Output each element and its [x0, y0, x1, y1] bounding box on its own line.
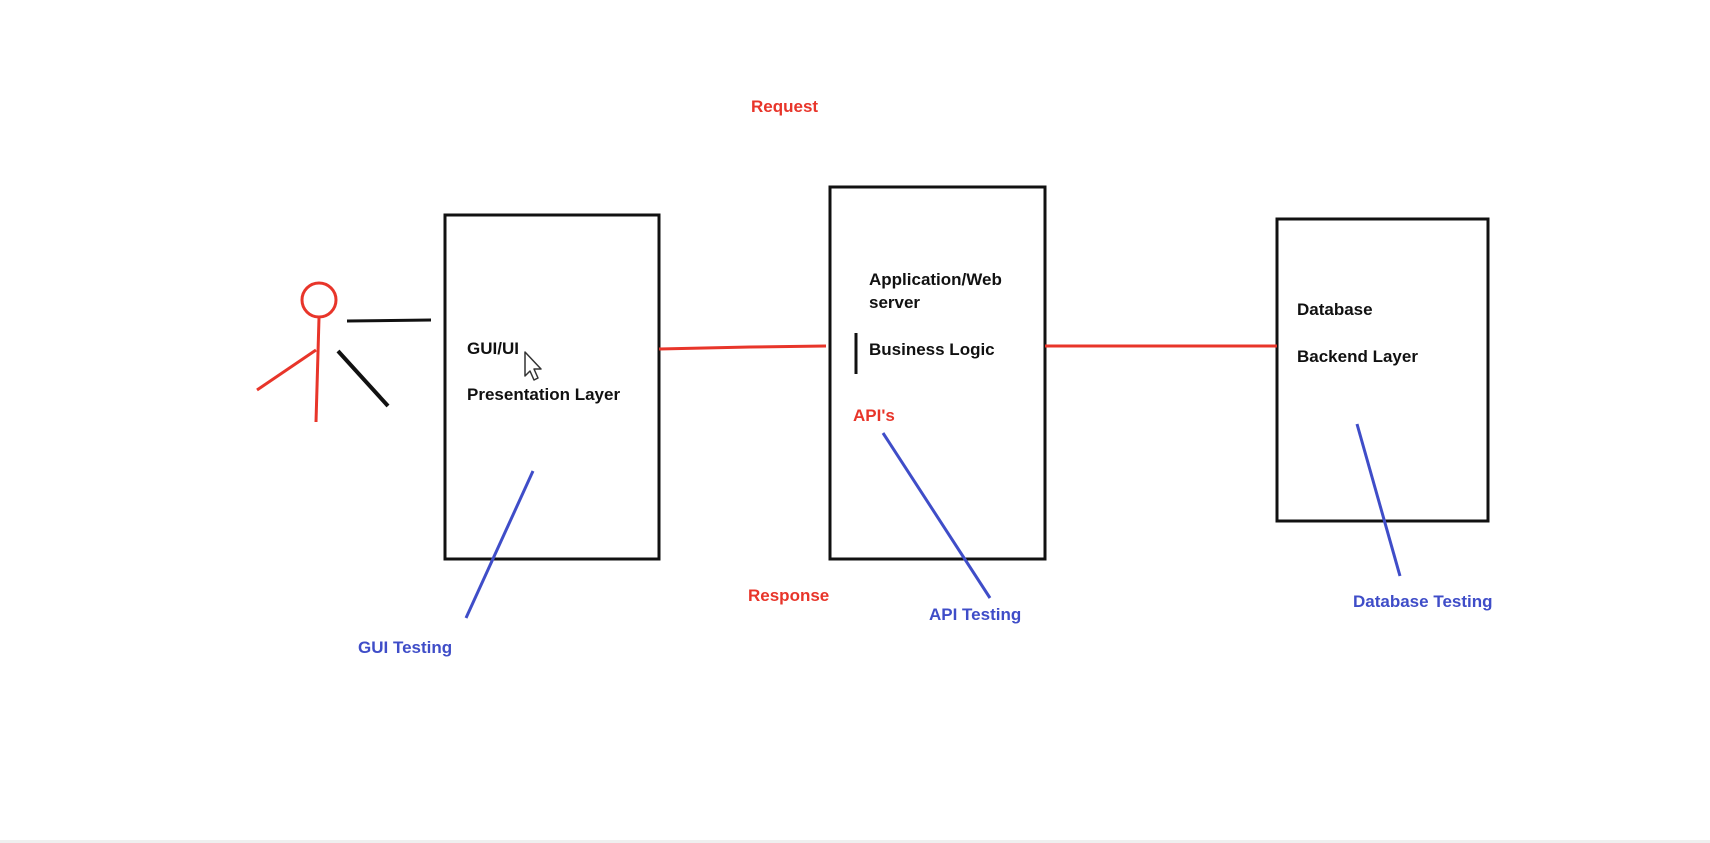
business-logic-label: Business Logic [869, 340, 995, 359]
actor-head [300, 281, 338, 319]
application-title-line2: server [869, 293, 921, 312]
gui-testing-label: GUI Testing [358, 638, 453, 657]
backend-layer-label: Backend Layer [1297, 347, 1418, 366]
mouse-pointer-icon [524, 351, 542, 381]
presentation-subtitle: Presentation Layer [467, 385, 621, 404]
application-title-line1: Application/Web [869, 270, 1002, 289]
api-testing-pointer [881, 432, 992, 599]
actor-connection-stroke [346, 318, 432, 323]
database-box [1275, 217, 1490, 523]
database-testing-pointer [1355, 423, 1402, 577]
application-server-box [828, 185, 1047, 561]
database-title: Database [1297, 300, 1373, 319]
actor-arm [256, 348, 317, 392]
response-label: Response [748, 586, 830, 605]
actor-body [314, 317, 321, 423]
request-label: Request [751, 97, 819, 116]
stick-figure-icon [256, 281, 338, 423]
database-testing-label: Database Testing [1353, 592, 1493, 611]
gui-testing-pointer [464, 470, 535, 619]
presentation-layer-box [443, 213, 661, 561]
apis-label: API's [853, 406, 895, 425]
bottom-strip [0, 840, 1710, 843]
actor-diagonal-stroke [336, 349, 390, 408]
presentation-title: GUI/UI [467, 339, 519, 358]
connector-presentation-to-application [658, 344, 827, 351]
api-testing-label: API Testing [929, 605, 1022, 624]
